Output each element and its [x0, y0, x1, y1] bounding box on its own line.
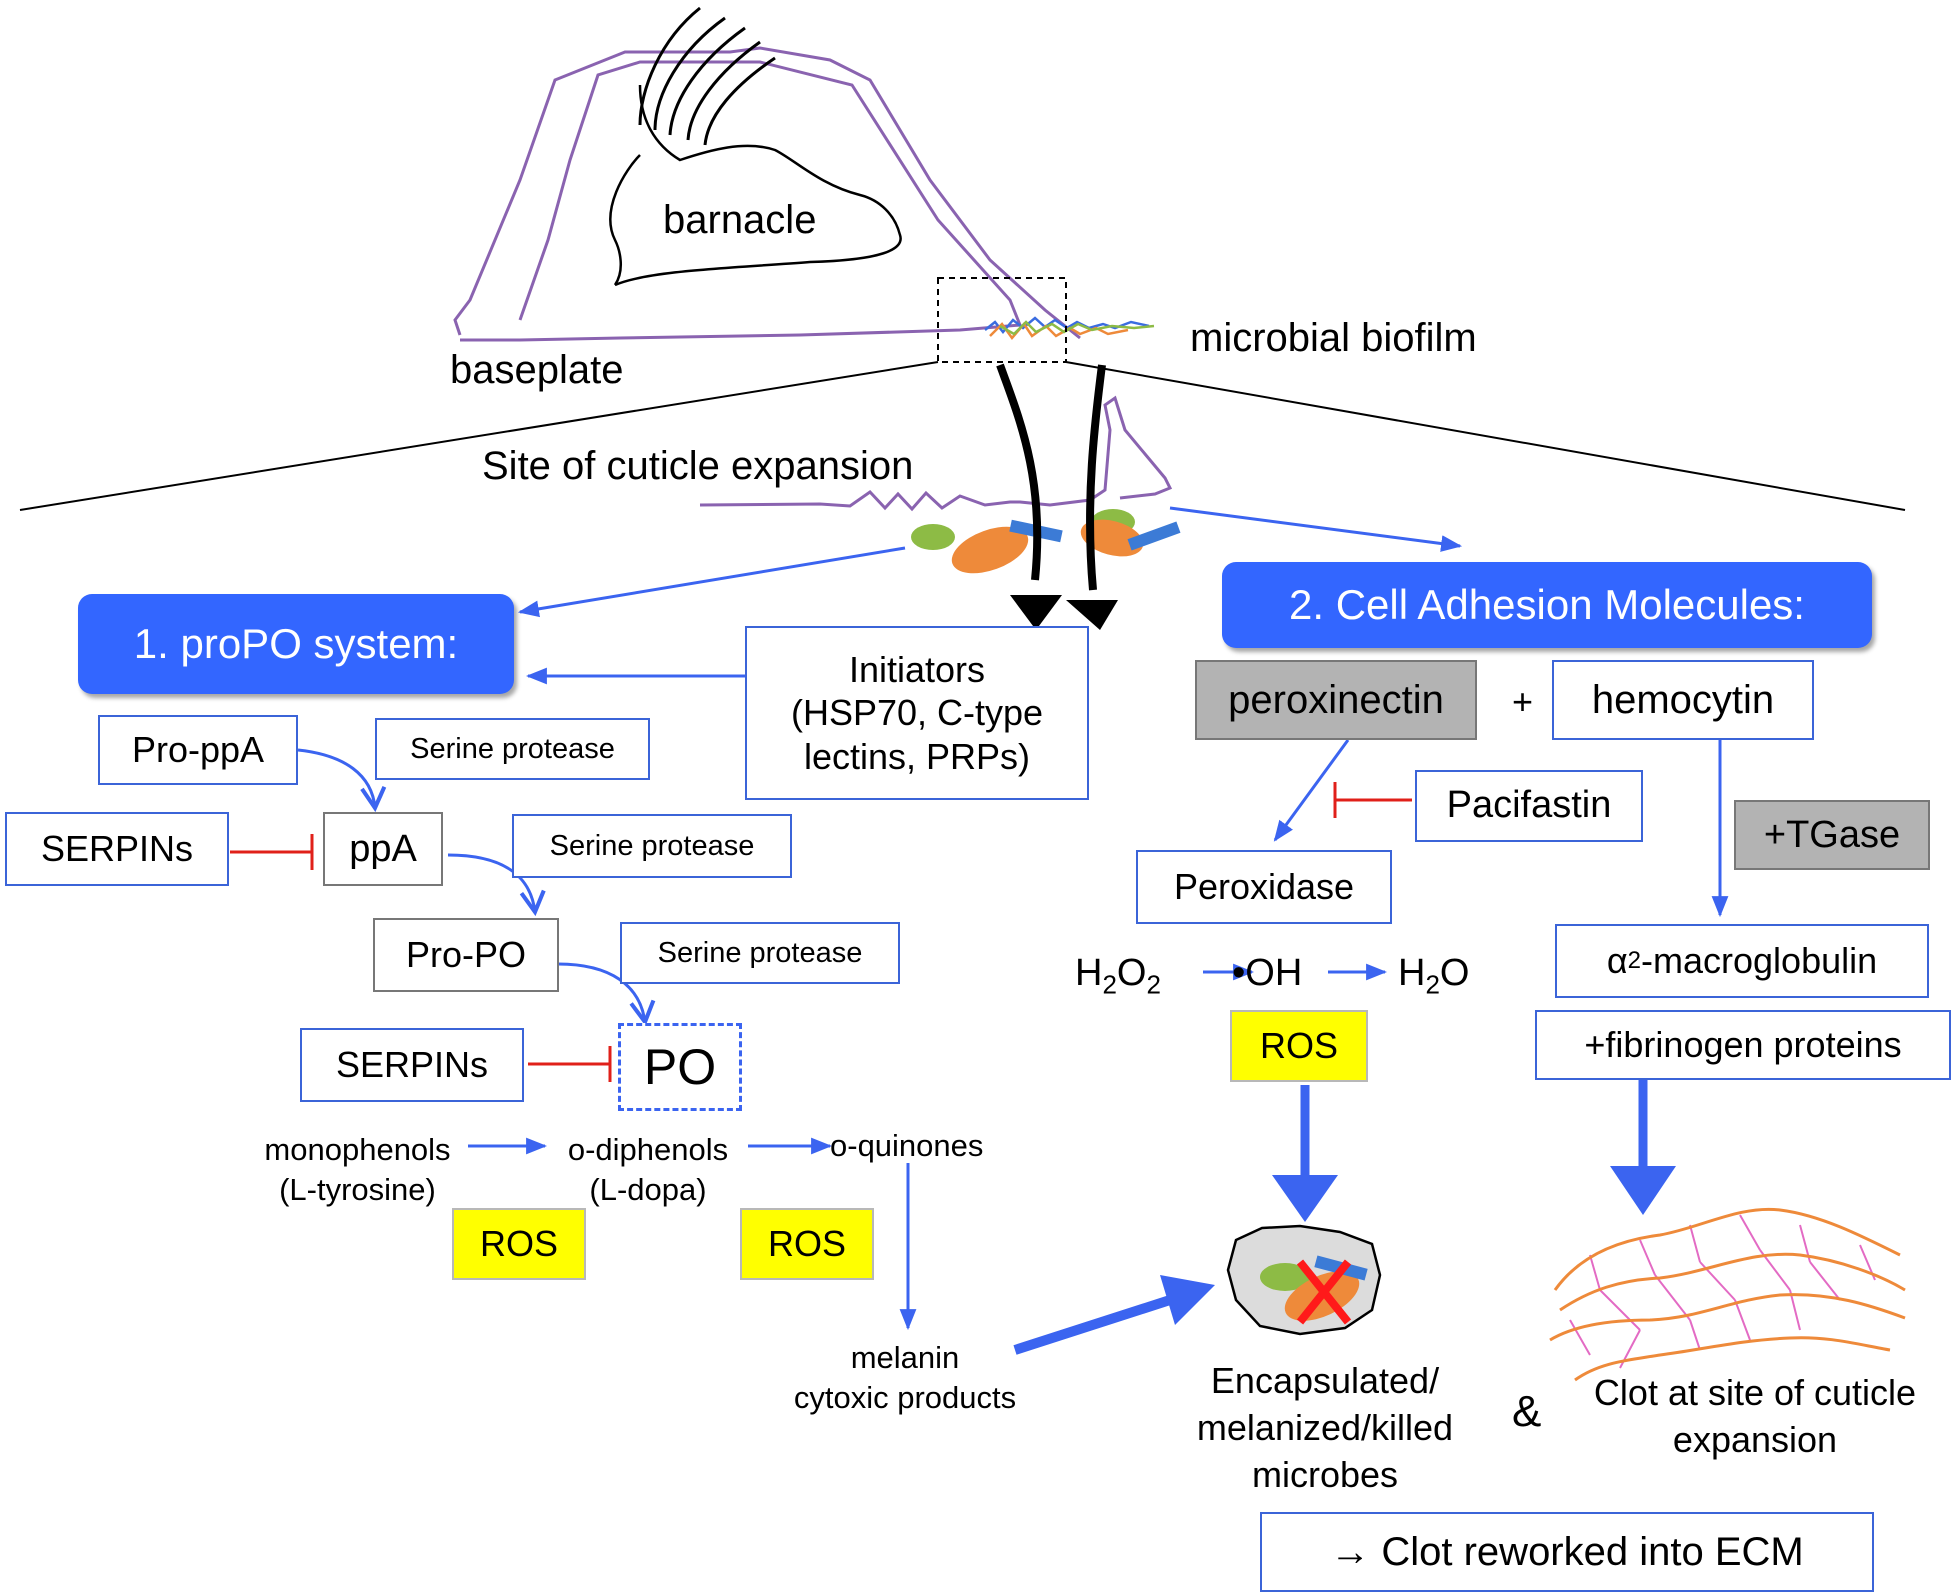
microbe-cluster — [911, 509, 1181, 574]
h2o2-sub1: 2 — [1102, 969, 1117, 1000]
clot-line1: Clot at site of cuticle — [1593, 1372, 1917, 1413]
peroxinectin-box: peroxinectin — [1195, 660, 1477, 740]
h2o2-h: H — [1075, 952, 1103, 994]
zoom-line-left — [19, 361, 939, 511]
cytoxic-text: cytoxic products — [793, 1380, 1017, 1416]
site-label: Site of cuticle expansion — [482, 444, 914, 488]
melanin-text: melanin — [850, 1340, 960, 1375]
cam-header: 2. Cell Adhesion Molecules: — [1222, 562, 1872, 648]
h2o2-o: O — [1116, 952, 1147, 994]
hydroxyl-label: •OH — [1232, 952, 1303, 994]
melanin-label: melanin cytoxic products — [770, 1338, 1040, 1419]
thick-arrows — [1013, 1080, 1676, 1355]
serpins-box-2: SERPINs — [300, 1028, 524, 1102]
h2o-label: H2O — [1398, 954, 1469, 998]
black-arrow-2-head — [1066, 600, 1118, 630]
ecm-box: → Clot reworked into ECM — [1260, 1512, 1874, 1592]
serine-protease-box-1: Serine protease — [375, 718, 650, 780]
tgase-box: +TGase — [1734, 800, 1930, 870]
initiators-line3: lectins, PRPs) — [803, 735, 1031, 777]
pacifastin-box: Pacifastin — [1415, 770, 1643, 842]
microbes-line1: Encapsulated/ — [1210, 1360, 1440, 1401]
monophenols-text: monophenols — [264, 1132, 451, 1167]
serine-protease-box-2: Serine protease — [512, 814, 792, 878]
initiators-box: Initiators (HSP70, C-type lectins, PRPs) — [745, 626, 1089, 800]
fibrinogen-box: +fibrinogen proteins — [1535, 1010, 1951, 1080]
microbes-line3: microbes — [1251, 1453, 1399, 1495]
initiators-line1: Initiators — [848, 649, 986, 691]
diphenols-text: o-diphenols — [567, 1132, 729, 1167]
barnacle-label: barnacle — [663, 198, 817, 242]
ros-badge-3: ROS — [1230, 1010, 1368, 1082]
biofilm-label: microbial biofilm — [1190, 316, 1477, 360]
l-dopa-text: (L-dopa) — [589, 1172, 707, 1208]
baseplate-label: baseplate — [450, 348, 624, 392]
microbes-caption: Encapsulated/ melanized/killed microbes — [1160, 1358, 1490, 1498]
ppa-box: ppA — [323, 812, 443, 886]
black-arrow-1-head — [1010, 595, 1062, 630]
peroxidase-box: Peroxidase — [1136, 850, 1392, 924]
serpins-box-1: SERPINs — [5, 812, 229, 886]
serine-protease-box-3: Serine protease — [620, 922, 900, 984]
hemocytin-box: hemocytin — [1552, 660, 1814, 740]
pro-ppa-box: Pro-ppA — [98, 715, 298, 785]
h2o2-label: H2O2 — [1075, 954, 1161, 998]
macroglobulin-text: -macroglobulin — [1641, 940, 1878, 982]
clot-mesh — [1549, 1207, 1906, 1382]
h2o-h: H — [1398, 952, 1426, 994]
ros-badge-2: ROS — [740, 1208, 874, 1280]
propo-header-text: 1. proPO system: — [133, 620, 459, 667]
alpha-symbol: α — [1606, 940, 1628, 982]
plus-sign: + — [1512, 681, 1534, 722]
zoom-box — [937, 277, 1067, 363]
h2o-o: O — [1439, 952, 1470, 994]
zoom-line-right — [1065, 361, 1906, 511]
h2o-sub: 2 — [1425, 969, 1440, 1000]
cam-header-text: 2. Cell Adhesion Molecules: — [1289, 581, 1805, 628]
ampersand: & — [1512, 1387, 1542, 1436]
propo-header: 1. proPO system: — [78, 594, 514, 694]
clot-line2: expansion — [1672, 1418, 1838, 1460]
initiators-line2: (HSP70, C-type — [790, 692, 1044, 734]
black-arrow-1 — [996, 363, 1042, 581]
microbes-line2: melanized/killed — [1196, 1406, 1454, 1448]
cuticle-line — [699, 395, 1173, 512]
h2o2-sub2: 2 — [1146, 969, 1161, 1000]
encapsulated-microbe — [1226, 1224, 1382, 1336]
biofilm-squiggles — [984, 316, 1155, 341]
blue-arrows — [297, 506, 1729, 1331]
barnacle-shell — [453, 46, 1081, 342]
pro-po-box: Pro-PO — [373, 918, 559, 992]
po-box: PO — [618, 1023, 742, 1111]
barnacle-cirri — [638, 6, 776, 146]
diphenols-label: o-diphenols (L-dopa) — [548, 1130, 748, 1211]
red-inhibitors — [230, 782, 1412, 1082]
clot-caption: Clot at site of cuticle expansion — [1560, 1370, 1950, 1464]
barnacle-body — [609, 84, 902, 287]
black-arrow-2 — [1086, 364, 1106, 591]
alpha-sub: 2 — [1627, 946, 1642, 974]
ros-badge-1: ROS — [452, 1208, 586, 1280]
monophenols-label: monophenols (L-tyrosine) — [245, 1130, 470, 1211]
l-tyrosine-text: (L-tyrosine) — [279, 1172, 436, 1208]
quinones-label: o-quinones — [830, 1128, 984, 1163]
